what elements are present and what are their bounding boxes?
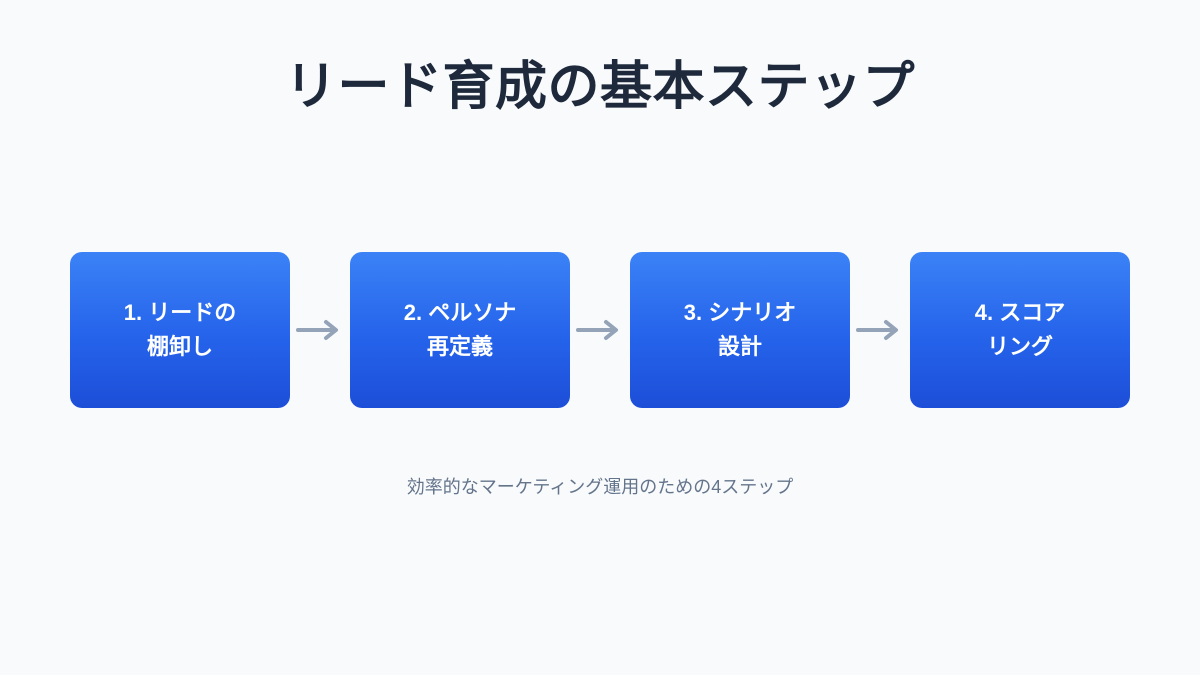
step-3-label-line1: 3. シナリオ xyxy=(683,299,797,325)
page-title: リード育成の基本ステップ xyxy=(284,58,915,116)
process-flow: 1. リードの 棚卸し 2. ペルソナ 再定義 3. シナリオ 設計 xyxy=(70,252,1130,408)
step-2-label-line2: 再定義 xyxy=(426,334,493,359)
step-2-label-line1: 2. ペルソナ xyxy=(403,299,517,325)
arrow-right-icon xyxy=(290,317,350,343)
step-1-label-line2: 棚卸し xyxy=(146,334,213,359)
arrow-right-icon xyxy=(570,317,630,343)
step-box-3[interactable]: 3. シナリオ 設計 xyxy=(630,252,850,408)
step-4-label-line1: 4. スコア xyxy=(974,299,1066,325)
arrow-right-icon xyxy=(850,317,910,343)
step-box-2[interactable]: 2. ペルソナ 再定義 xyxy=(350,252,570,408)
step-3-label-line2: 設計 xyxy=(717,334,762,359)
step-1-label-line1: 1. リードの xyxy=(123,299,237,325)
slide-caption: 効率的なマーケティング運用のための4ステップ xyxy=(406,477,794,497)
step-box-4[interactable]: 4. スコア リング xyxy=(910,252,1130,408)
step-4-label-line2: リング xyxy=(986,334,1053,359)
step-box-1[interactable]: 1. リードの 棚卸し xyxy=(70,252,290,408)
